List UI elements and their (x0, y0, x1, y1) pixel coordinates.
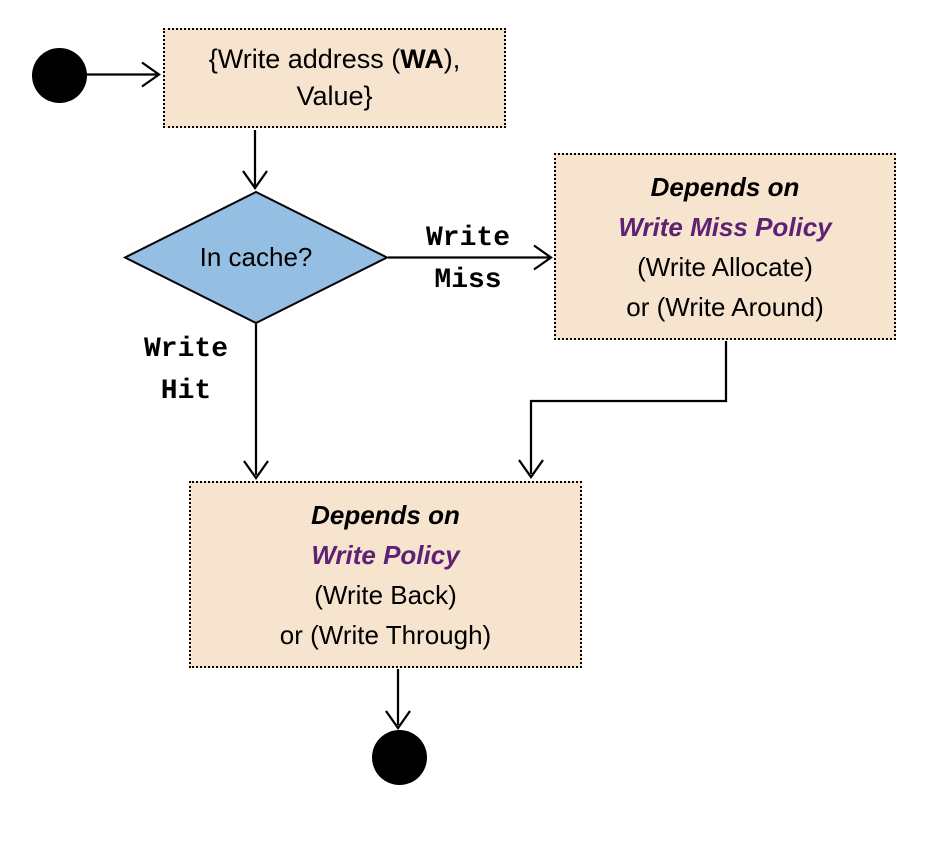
input-box-line1-suffix: ), (443, 44, 461, 74)
input-box: {Write address (WA), Value} (163, 28, 506, 128)
write-miss-label-line1: Write (425, 223, 510, 254)
edge-start-to-input (87, 61, 161, 88)
write-policy-box: Depends on Write Policy (Write Back) or … (189, 481, 582, 668)
input-box-line1-bold: WA (400, 44, 444, 74)
end-node (372, 730, 427, 785)
edge-write-miss (388, 244, 553, 271)
policy-box-line2: Write Policy (311, 539, 460, 570)
miss-box-line2: Write Miss Policy (618, 211, 832, 242)
write-hit-label: Write Hit (126, 329, 246, 413)
edge-input-to-decision (242, 130, 268, 190)
edge-write-hit (243, 324, 269, 480)
miss-box-line4: or (Write Around) (626, 291, 824, 322)
arrowhead-icon (242, 170, 268, 190)
decision-label: In cache? (199, 242, 313, 272)
write-hit-label-line2: Hit (160, 376, 212, 407)
write-miss-label-line2: Miss (434, 265, 502, 296)
edge-miss-to-policy-line (529, 341, 728, 474)
edge-policy-to-end (385, 669, 411, 730)
miss-box-line1: Depends on (650, 171, 800, 202)
policy-box-line1: Depends on (311, 499, 460, 530)
decision-diamond (122, 190, 390, 325)
input-box-line2: Value} (296, 81, 373, 111)
edge-miss-to-policy (518, 341, 728, 479)
arrowhead-icon (385, 710, 411, 730)
input-box-line1-prefix: {Write address ( (208, 44, 401, 74)
arrowhead-icon (518, 459, 544, 479)
write-miss-policy-box: Depends on Write Miss Policy (Write Allo… (554, 153, 896, 340)
policy-box-line4: or (Write Through) (279, 619, 492, 650)
miss-box-line3: (Write Allocate) (637, 251, 813, 282)
arrowhead-icon (243, 460, 269, 480)
start-node (32, 48, 87, 103)
policy-box-line3: (Write Back) (314, 579, 457, 610)
arrowhead-icon (141, 61, 161, 88)
arrowhead-icon (533, 244, 553, 271)
input-box-line1: {Write address (WA), (209, 41, 461, 78)
write-hit-label-line1: Write (143, 334, 228, 365)
write-miss-label: Write Miss (408, 218, 528, 302)
